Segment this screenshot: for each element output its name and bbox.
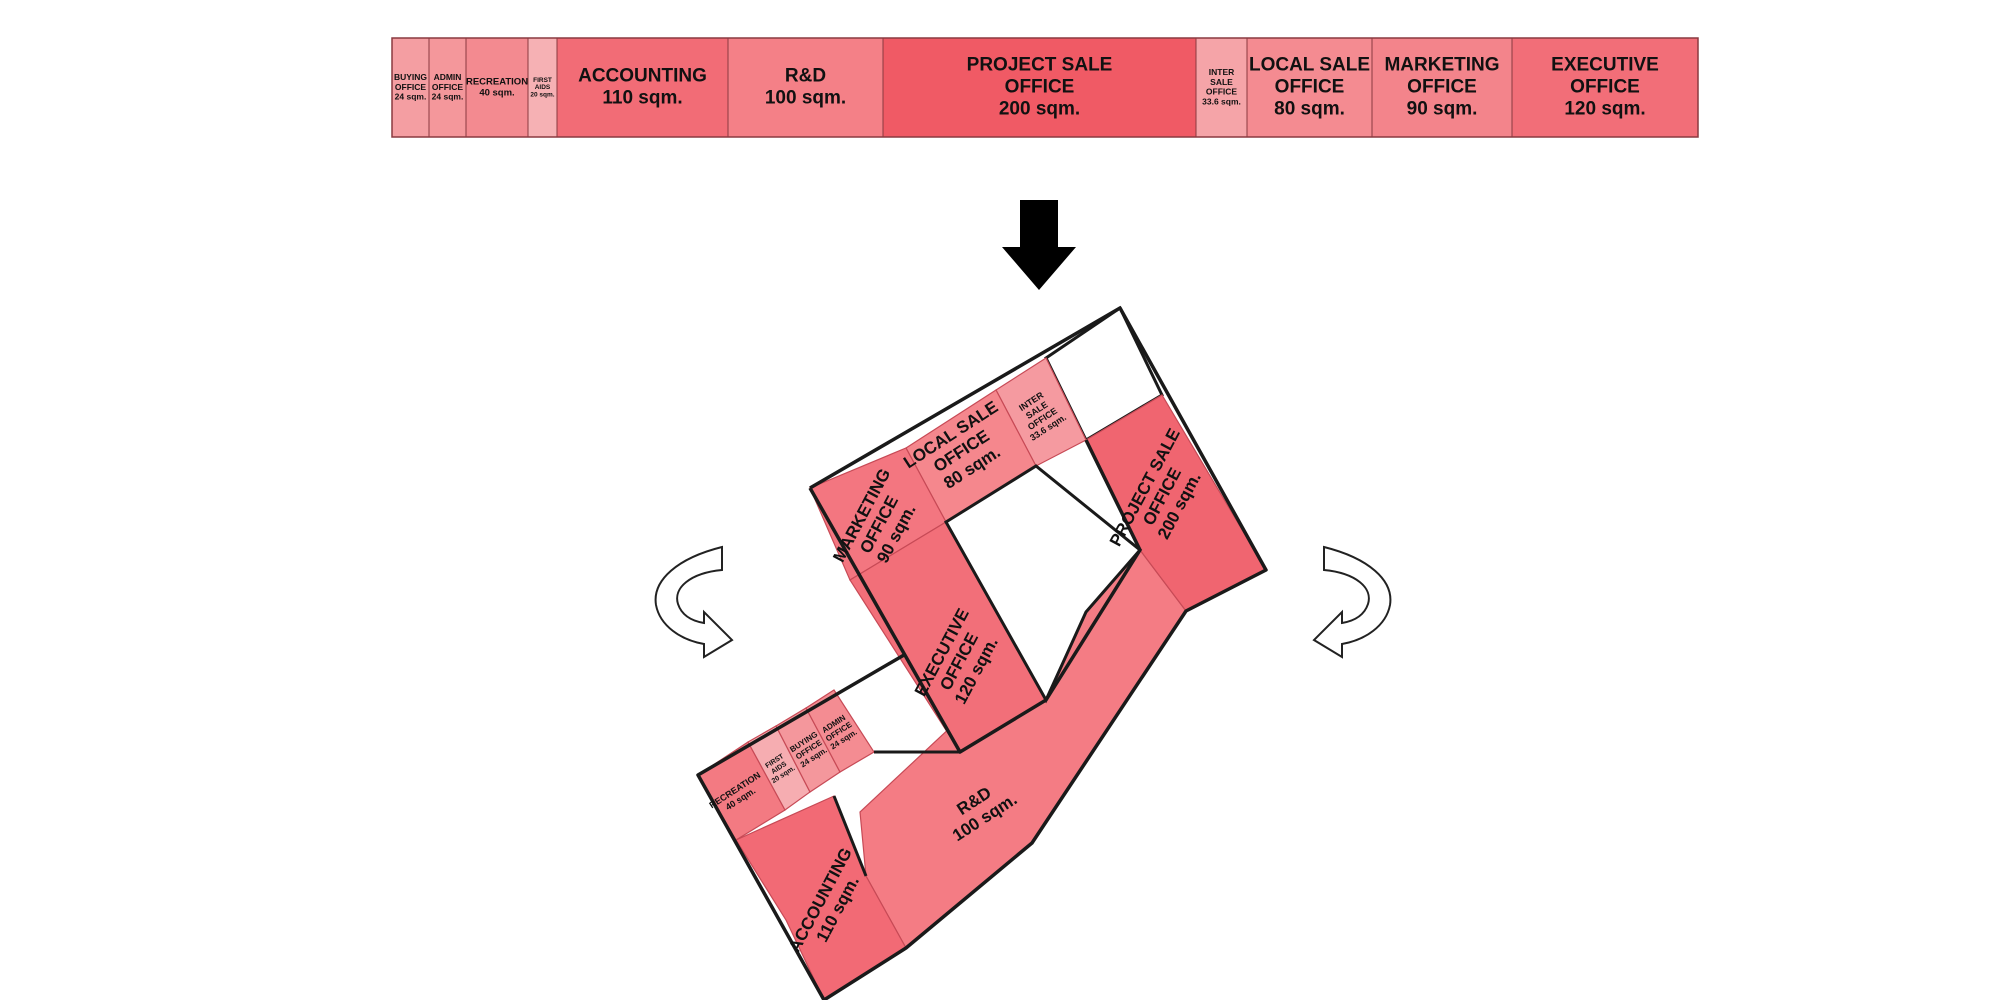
strip-outline [391,37,1699,138]
strip-label-accounting-line: ACCOUNTING [578,66,707,87]
strip-label-projectsale-line: PROJECT SALE [967,55,1113,76]
strip-label-recreation-line: RECREATION [466,77,528,88]
central-courtyard-void [943,464,1143,704]
strip-label-admin-line: 24 sqm. [432,92,464,102]
down-arrow-icon [1002,200,1076,290]
strip-label-intersale-line: INTER [1209,67,1235,77]
inner-loop-outline [808,439,1142,754]
strip-label-marketing-line: MARKETING [1384,55,1499,76]
strip-label-intersale-line: 33.6 sqm. [1202,96,1241,106]
strip-label-executive-line: 120 sqm. [1564,98,1645,119]
strip-label-localsale-line: 80 sqm. [1274,98,1345,119]
strip-label-intersale-line: OFFICE [1206,87,1237,97]
strip-label-firstaids-line: AIDS [535,84,551,91]
strip-label-localsale-line: OFFICE [1275,77,1345,98]
strip-cell-marketing [1371,37,1513,138]
strip-label-firstaids-line: FIRST [533,77,552,84]
strip-label-marketing-line: OFFICE [1407,77,1477,98]
strip-label-admin-line: OFFICE [432,82,463,92]
strip-cell-intersale [1195,37,1248,138]
strip-label-buying-line: 24 sqm. [395,92,427,102]
strip-label-projectsale-line: OFFICE [1005,77,1075,98]
strip-cell-executive [1511,37,1699,138]
lower-void-edge [832,795,868,877]
strip-label-accounting-line: 110 sqm. [602,87,682,108]
strip-label-localsale-line: LOCAL SALE [1249,55,1370,76]
strip-label-executive-line: EXECUTIVE [1551,55,1659,76]
building-outline [696,306,1268,1002]
strip-label-intersale-line: SALE [1210,77,1233,87]
strip-cell-localsale [1246,37,1373,138]
strip-cell-admin [428,37,467,138]
strip-label-buying-line: BUYING [394,72,427,82]
strip-label-rd-line: R&D [785,66,826,87]
strip-label-firstaids-line: 20 sqm. [530,92,554,99]
strip-cell-buying [391,37,430,138]
rotate-counterclockwise-arrow-icon [654,545,734,659]
rotate-clockwise-arrow-icon [1312,545,1392,659]
strip-label-rd-line: 100 sqm. [765,87,846,108]
strip-label-recreation-line: 40 sqm. [479,87,514,98]
strip-label-projectsale-line: 200 sqm. [999,98,1080,119]
strip-label-admin-line: ADMIN [434,72,462,82]
strip-label-buying-line: OFFICE [395,82,426,92]
strip-label-marketing-line: 90 sqm. [1407,98,1478,119]
strip-label-executive-line: OFFICE [1570,77,1640,98]
